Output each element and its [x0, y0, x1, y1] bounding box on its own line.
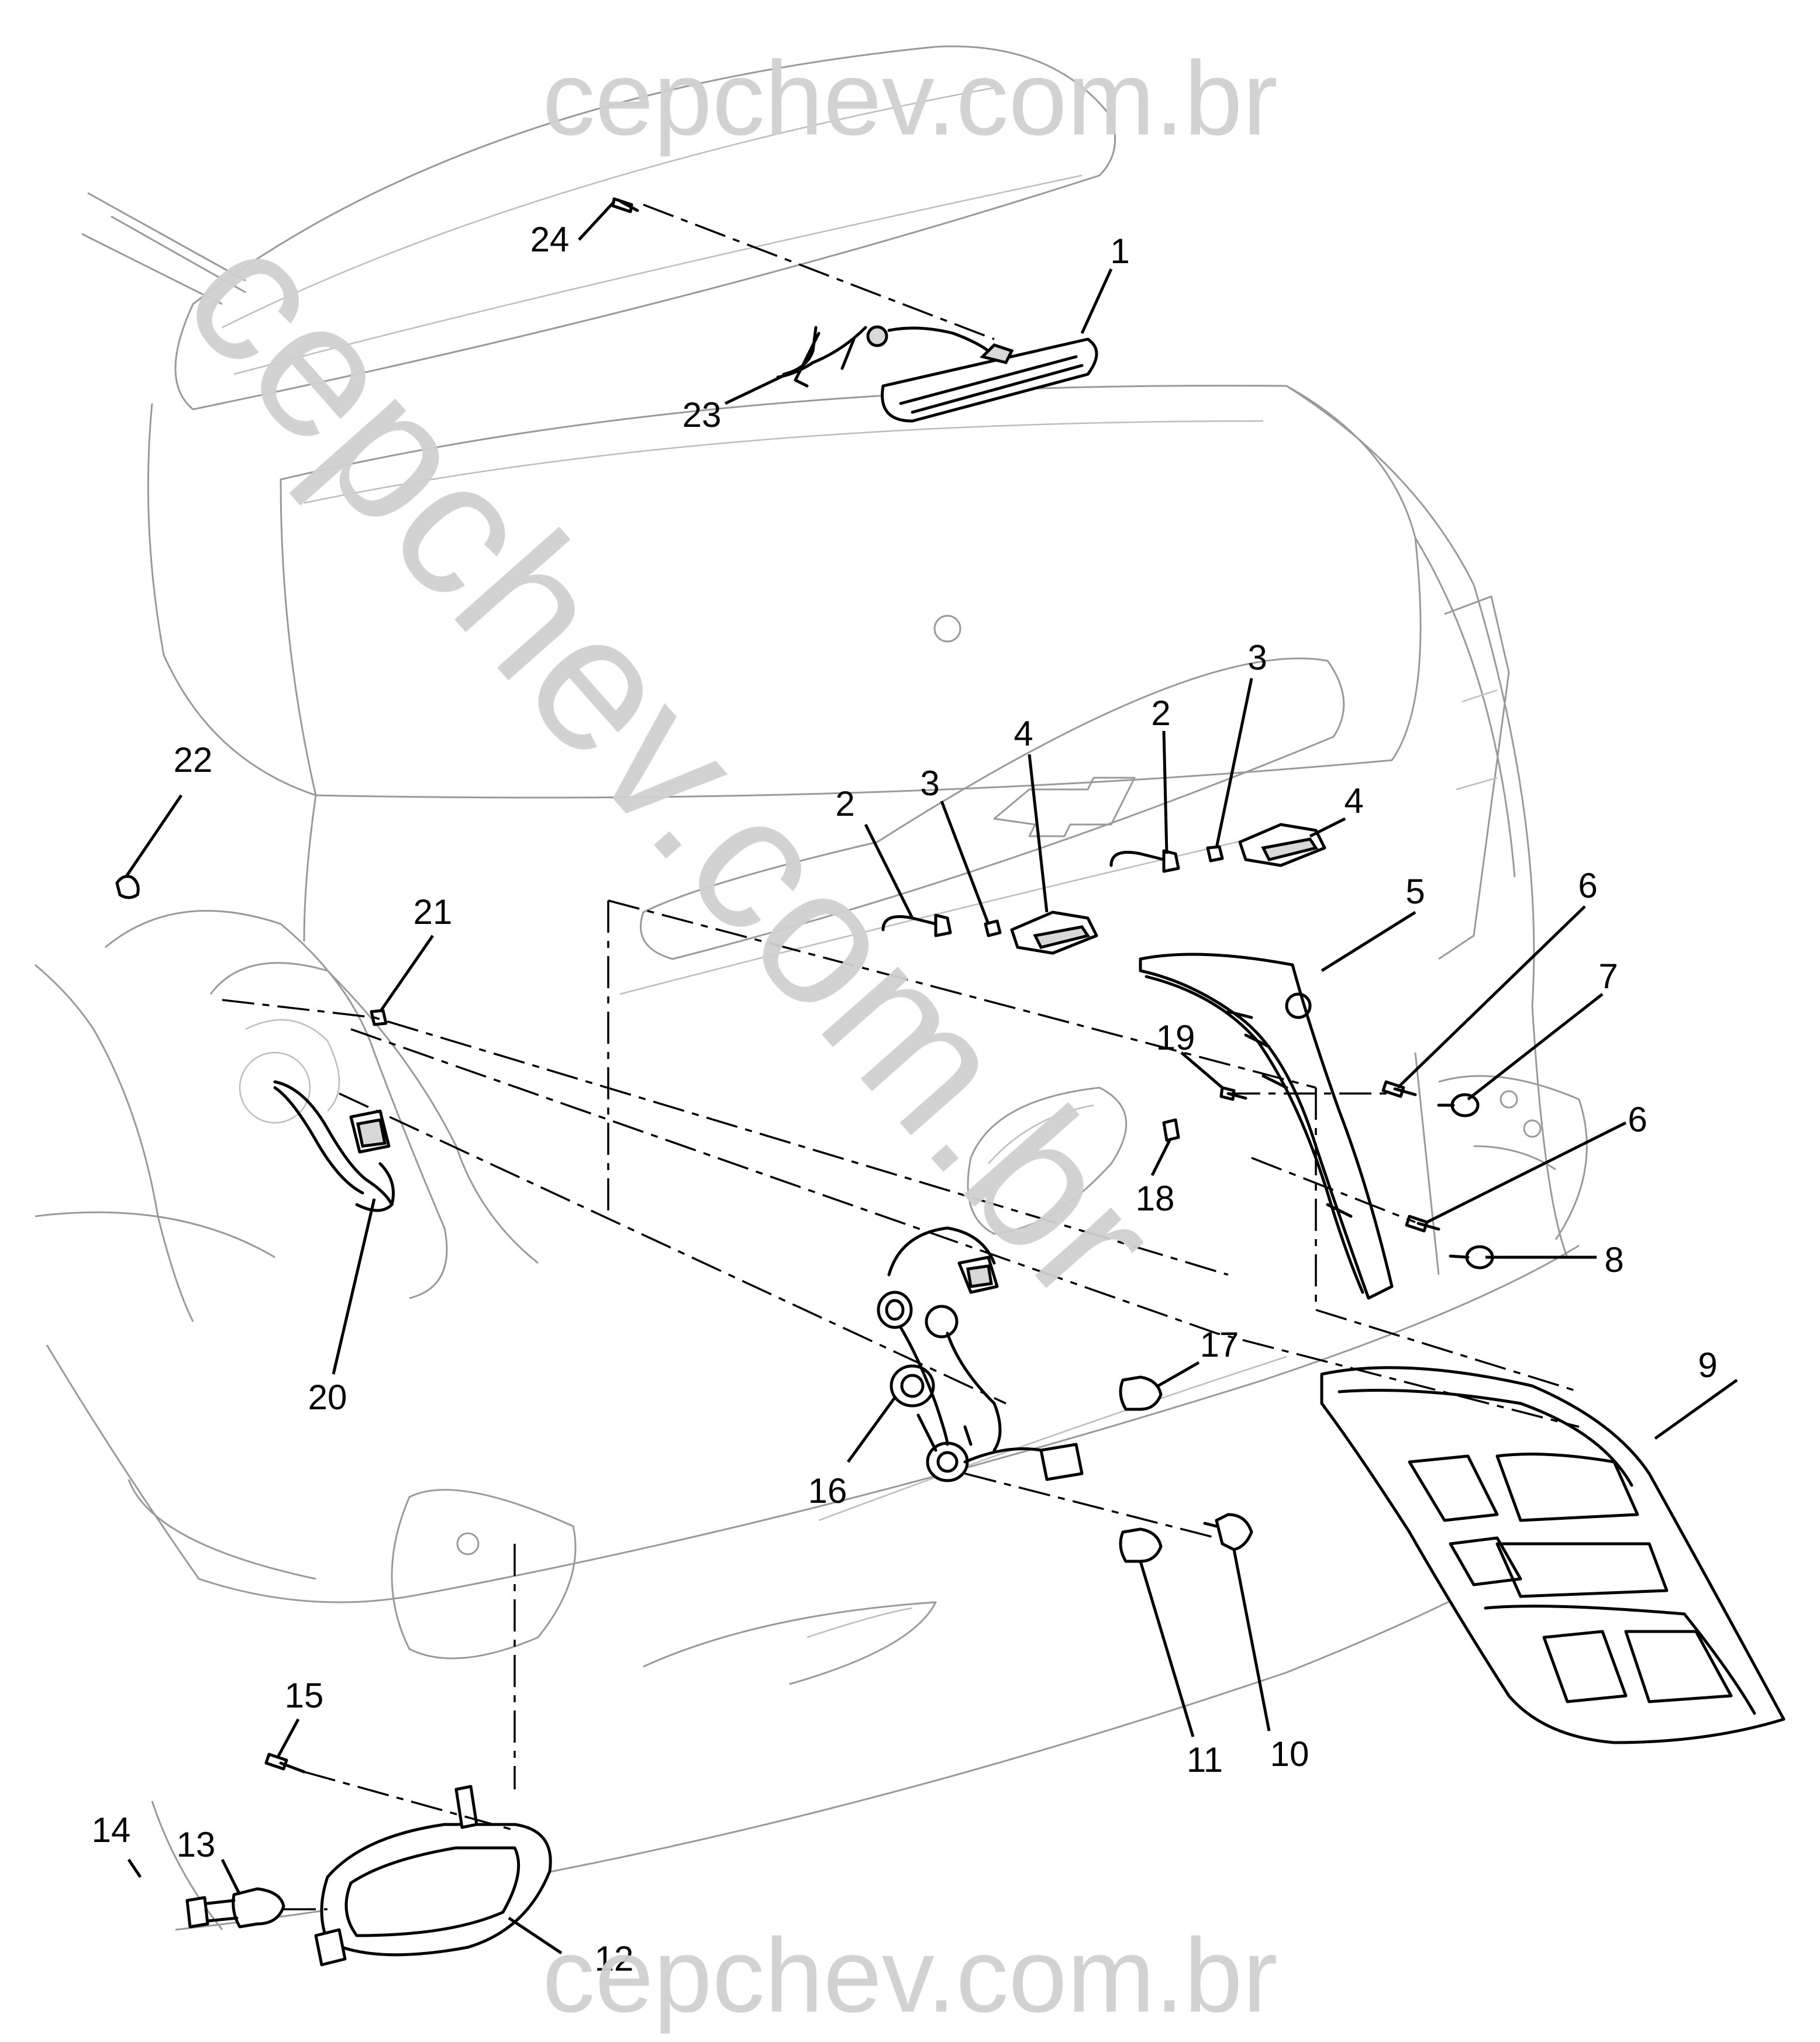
clip — [1162, 1118, 1180, 1142]
callout-8: 8 — [1604, 1240, 1623, 1279]
callout-22: 22 — [174, 740, 213, 779]
callout-12: 12 — [595, 1939, 634, 1978]
fog-lamp-bolt — [264, 1753, 306, 1774]
rear-fog-lamp — [314, 1785, 552, 1967]
bulbs — [1119, 1375, 1253, 1563]
callout-6: 6 — [1628, 1100, 1647, 1139]
callout-10: 10 — [1270, 1734, 1309, 1774]
callout-1: 1 — [1110, 232, 1129, 271]
callout-3: 3 — [1247, 638, 1267, 677]
callout-3: 3 — [920, 764, 939, 803]
callout-14: 14 — [92, 1810, 131, 1850]
liftgate-harness-left — [273, 1009, 395, 1212]
watermark-bottom: cepchev.com.br — [542, 1917, 1277, 2034]
callout-5: 5 — [1405, 872, 1425, 911]
body-plug — [115, 875, 140, 899]
callout-7: 7 — [1598, 957, 1618, 996]
leader-lines — [124, 201, 1738, 1955]
callout-18: 18 — [1136, 1179, 1175, 1218]
high-mount-stop-lamp — [881, 337, 1098, 423]
callout-2: 2 — [835, 784, 854, 823]
callout-20: 20 — [308, 1378, 347, 1417]
tail-lamp-wiring-harness — [877, 1226, 1084, 1482]
chmsl-wiring-harness — [776, 325, 990, 388]
callout-2: 2 — [1151, 694, 1170, 733]
callout-4: 4 — [1014, 714, 1033, 753]
callout-11: 11 — [1187, 1740, 1223, 1779]
license-lamp-left — [881, 910, 1098, 955]
chmsl-bolt — [611, 197, 639, 213]
license-lamp-right — [1109, 823, 1326, 873]
vehicle-rear-body — [35, 45, 1588, 1931]
tail-lamp-assembly — [1320, 1366, 1785, 1744]
fog-lamp-bulb — [185, 1887, 285, 1929]
callout-24: 24 — [530, 220, 570, 259]
callout-19: 19 — [1156, 1018, 1195, 1057]
callout-16: 16 — [808, 1471, 847, 1510]
watermarks: cepchev.com.br cepchev.com.br cepchev.co… — [144, 40, 1278, 2034]
callout-15: 15 — [285, 1676, 324, 1715]
callout-4: 4 — [1344, 781, 1363, 820]
assembly-lines — [222, 203, 1580, 1910]
callout-17: 17 — [1200, 1325, 1239, 1364]
watermark-top: cepchev.com.br — [542, 40, 1277, 157]
callout-labels: 1 2 2 3 3 4 4 5 6 6 7 8 9 10 11 12 13 14… — [92, 220, 1718, 1978]
callout-21: 21 — [413, 892, 453, 932]
tail-lamp-bracket — [1139, 953, 1394, 1300]
callout-13: 13 — [177, 1825, 216, 1864]
callout-23: 23 — [682, 395, 722, 434]
callout-6: 6 — [1578, 866, 1597, 905]
callout-9: 9 — [1698, 1346, 1717, 1385]
